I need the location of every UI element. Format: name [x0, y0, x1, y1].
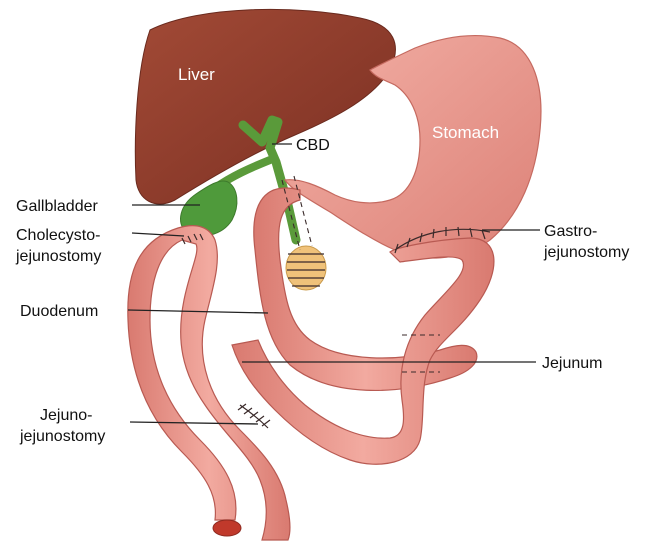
jejuno-label-line2: jejunostomy — [19, 428, 105, 445]
duodenum-label: Duodenum — [20, 303, 98, 320]
jejuno-leader — [130, 422, 258, 424]
cbd-label: CBD — [296, 137, 330, 154]
stomach-label: Stomach — [432, 123, 499, 142]
bowel-cut-end — [213, 520, 241, 536]
gastro-label-line2: jejunostomy — [543, 244, 629, 261]
gastro-label-line1: Gastro- — [544, 223, 597, 240]
liver-label: Liver — [178, 65, 215, 84]
gallbladder-label: Gallbladder — [16, 198, 99, 215]
liver — [135, 9, 395, 204]
pancreas-head — [286, 246, 326, 290]
jejunum-label: Jejunum — [542, 355, 602, 372]
cholecysto-label-line1: Cholecysto- — [16, 227, 100, 244]
cholecysto-label-line2: jejunostomy — [15, 248, 101, 265]
jejuno-label-line1: Jejuno- — [40, 407, 92, 424]
